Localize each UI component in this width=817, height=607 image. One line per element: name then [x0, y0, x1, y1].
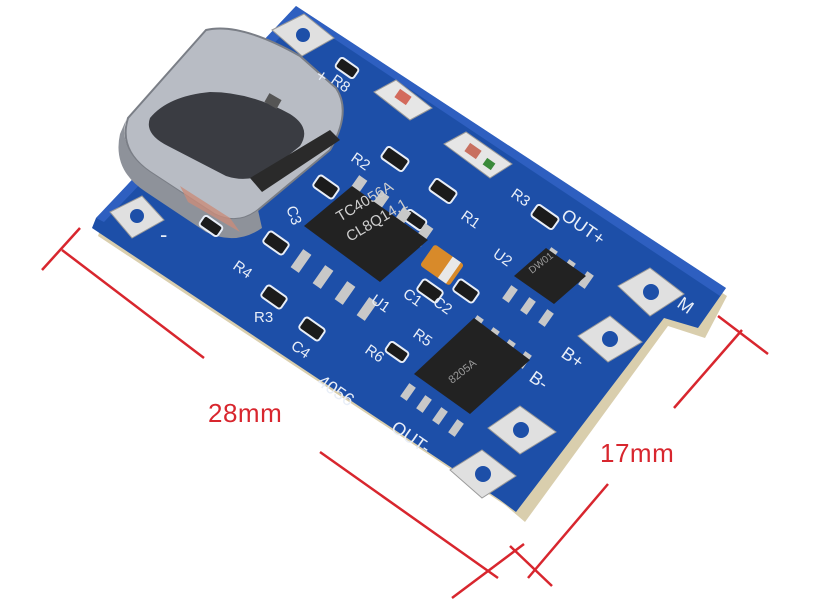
- usb-type-c-connector: [118, 27, 344, 239]
- mosfet-8205a: 8205A: [400, 315, 532, 437]
- label-minus: -: [160, 222, 167, 247]
- width-dimension-label: 28mm: [208, 398, 283, 428]
- solder-pad-minus: [109, 195, 165, 239]
- solder-pad-b-minus: [487, 405, 557, 455]
- solder-pad-top: [271, 13, 335, 57]
- u2-protection-ic: DW01: [502, 247, 594, 327]
- tantalum-capacitor: [420, 245, 464, 285]
- dimension-lines: [41, 227, 769, 599]
- smd-components: [198, 56, 560, 364]
- label-r3: R3: [254, 309, 273, 326]
- solder-pad-b-plus: [577, 315, 643, 363]
- solder-pad-out-plus: [617, 267, 685, 317]
- led-green: [443, 131, 513, 179]
- solder-pad-out-minus: [449, 449, 517, 499]
- led-red: [373, 79, 433, 121]
- tc4056a-ic: TC4056A CL8Q14.1: [290, 175, 434, 321]
- height-dimension-label: 17mm: [600, 438, 675, 468]
- label-c3: C3: [282, 204, 305, 228]
